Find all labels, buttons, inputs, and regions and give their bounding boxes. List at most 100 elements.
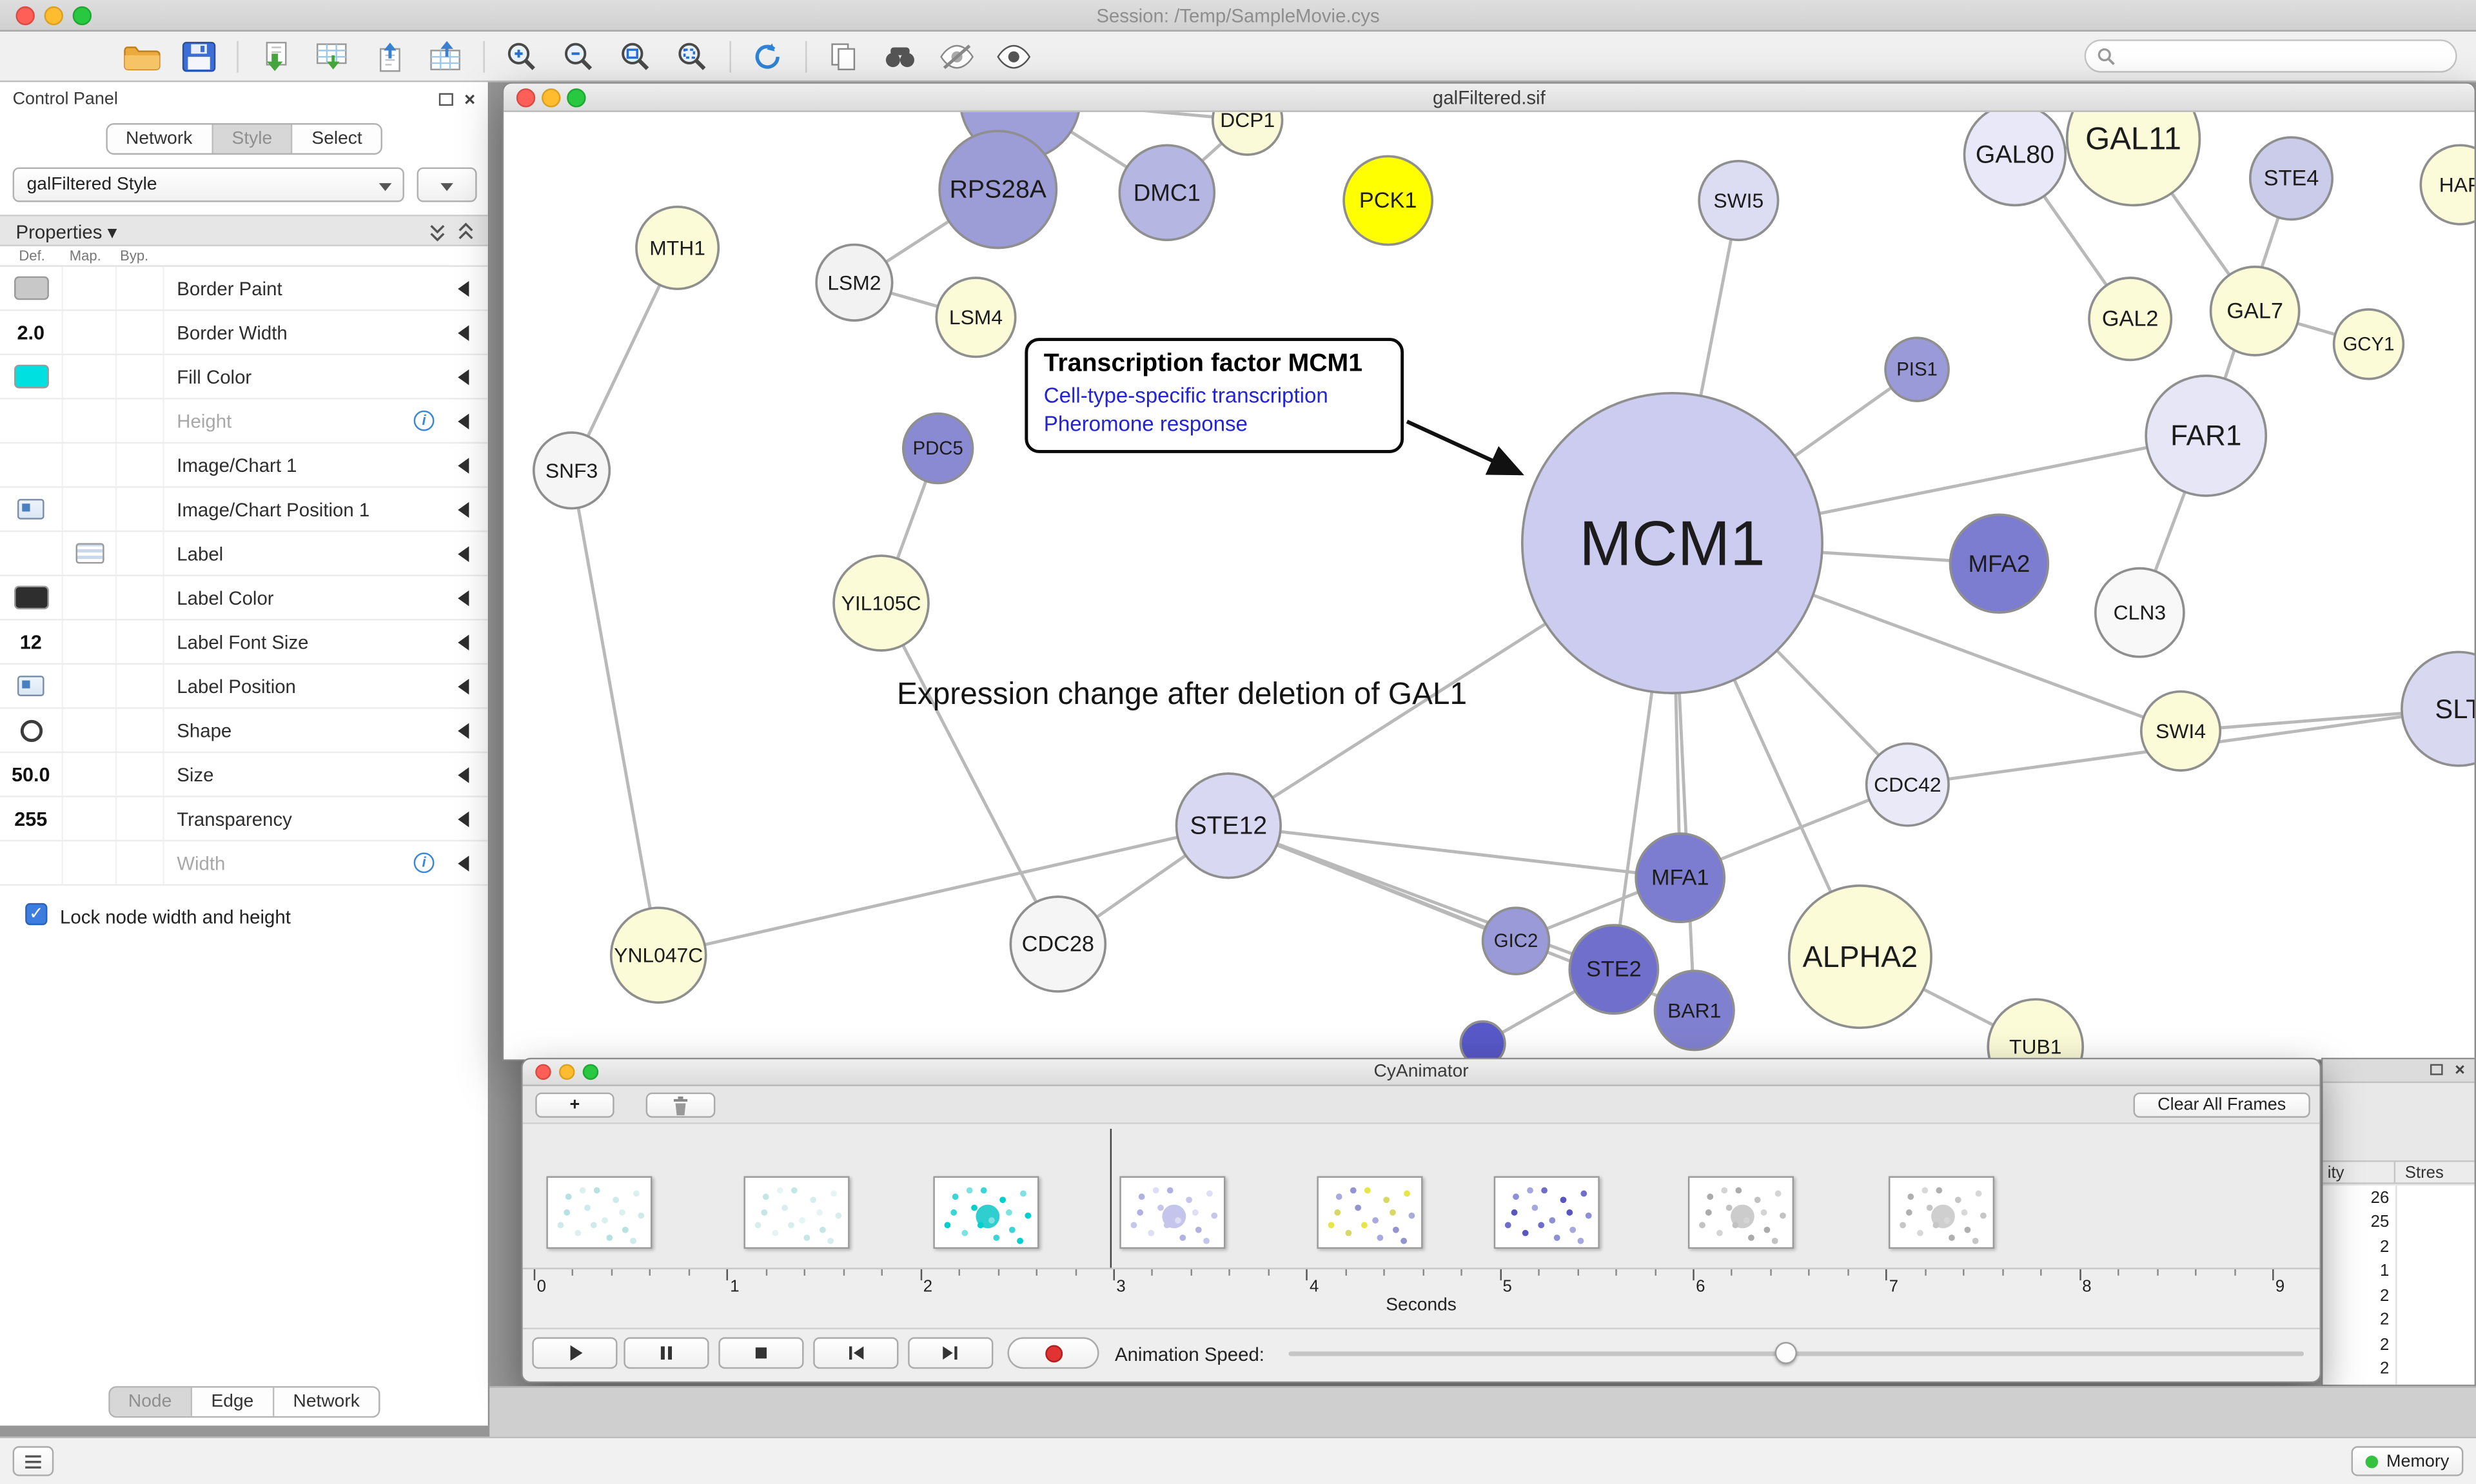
node-mth1[interactable]: [635, 205, 720, 290]
node-gcy1[interactable]: [2332, 308, 2405, 380]
memory-button[interactable]: Memory: [2352, 1446, 2464, 1476]
zoom-in-button[interactable]: [496, 36, 546, 77]
table-row[interactable]: 2: [2323, 1284, 2474, 1308]
annotation-link[interactable]: Cell-type-specific transcription: [1043, 384, 1328, 407]
node-mfa2[interactable]: [1949, 513, 2050, 614]
collapse-all-icon[interactable]: [457, 222, 475, 241]
color-swatch[interactable]: [13, 276, 48, 300]
minimize-traffic-light[interactable]: [542, 88, 561, 108]
hide-selected-button[interactable]: [932, 36, 982, 77]
node-gic2[interactable]: [1481, 906, 1551, 975]
lock-size-checkbox[interactable]: ✓: [25, 903, 48, 926]
node-swi4[interactable]: [2139, 690, 2222, 772]
import-table-button[interactable]: [306, 36, 357, 77]
node-dmc1[interactable]: [1118, 144, 1216, 242]
close-traffic-light[interactable]: [535, 1064, 551, 1080]
node-cdc28[interactable]: [1009, 895, 1107, 993]
expand-row-icon[interactable]: [458, 810, 469, 827]
pause-button[interactable]: [624, 1337, 709, 1369]
expand-row-icon[interactable]: [458, 722, 469, 738]
zoom-selected-button[interactable]: [666, 36, 716, 77]
edge[interactable]: [879, 602, 1059, 945]
canvas-caption[interactable]: Expression change after deletion of GAL1: [897, 677, 1468, 712]
table-column-header[interactable]: Stres: [2404, 1163, 2444, 1183]
node-ynl047c[interactable]: [609, 906, 707, 1004]
save-session-button[interactable]: [173, 36, 224, 77]
refresh-button[interactable]: [742, 36, 792, 77]
node-gal11[interactable]: [2065, 112, 2201, 207]
node-pck1[interactable]: [1342, 155, 1434, 246]
position-icon[interactable]: [17, 498, 44, 520]
search-field[interactable]: [2084, 39, 2457, 73]
edge[interactable]: [1228, 824, 1680, 880]
frame-thumbnail-4[interactable]: [1119, 1176, 1226, 1249]
frame-thumbnail-2[interactable]: [743, 1176, 850, 1249]
property-row-image-chart-1[interactable]: Image/Chart 1: [0, 444, 488, 488]
color-swatch[interactable]: [13, 364, 48, 389]
show-all-button[interactable]: [988, 36, 1039, 77]
record-button[interactable]: [1007, 1337, 1099, 1369]
node-tub1[interactable]: [1987, 998, 2085, 1060]
frame-thumbnail-7[interactable]: [1687, 1176, 1794, 1249]
expand-row-icon[interactable]: [458, 634, 469, 650]
node-pdc5[interactable]: [901, 412, 974, 485]
cyanimator-titlebar[interactable]: CyAnimator: [522, 1059, 2320, 1086]
float-panel-icon[interactable]: [438, 93, 453, 106]
property-row-label[interactable]: Label: [0, 532, 488, 576]
annotation-link[interactable]: Pheromone response: [1043, 412, 1248, 436]
mapping-icon[interactable]: [75, 543, 104, 564]
speed-slider-knob[interactable]: [1774, 1342, 1797, 1364]
node-swi5[interactable]: [1698, 159, 1780, 242]
node-dcp1[interactable]: [1211, 112, 1284, 156]
node-mfa1[interactable]: [1635, 832, 1726, 924]
edge[interactable]: [570, 470, 660, 956]
table-row[interactable]: 2: [2323, 1357, 2474, 1381]
node-cln3[interactable]: [2094, 567, 2185, 658]
tab-style[interactable]: Style: [213, 124, 293, 153]
tab-edge[interactable]: Edge: [192, 1387, 275, 1416]
expand-row-icon[interactable]: [458, 456, 469, 473]
expand-row-icon[interactable]: [458, 501, 469, 518]
expand-row-icon[interactable]: [458, 413, 469, 429]
expand-row-icon[interactable]: [458, 368, 469, 385]
table-row[interactable]: 2: [2323, 1308, 2474, 1333]
expand-row-icon[interactable]: [458, 678, 469, 694]
frame-thumbnail-5[interactable]: [1317, 1176, 1423, 1249]
float-panel-icon[interactable]: [2430, 1064, 2443, 1075]
play-button[interactable]: [532, 1337, 618, 1369]
node-hap[interactable]: [2419, 144, 2475, 226]
minimize-traffic-light[interactable]: [44, 6, 63, 26]
expand-all-icon[interactable]: [428, 222, 447, 242]
panel-menu-button[interactable]: [12, 1446, 54, 1476]
add-frame-button[interactable]: +: [535, 1092, 614, 1118]
property-row-fill-color[interactable]: Fill Color: [0, 355, 488, 400]
copy-button[interactable]: [818, 36, 869, 77]
frame-thumbnail-8[interactable]: [1888, 1176, 1995, 1249]
node-alpha2[interactable]: [1787, 884, 1932, 1030]
properties-header[interactable]: Properties ▾: [0, 215, 488, 247]
default-value[interactable]: 12: [19, 630, 42, 653]
table-row[interactable]: 26: [2323, 1186, 2474, 1210]
edge[interactable]: [658, 824, 1229, 957]
table-row[interactable]: 1: [2323, 1259, 2474, 1284]
node-lsm4[interactable]: [935, 277, 1017, 358]
expand-row-icon[interactable]: [458, 855, 469, 871]
network-window-titlebar[interactable]: galFiltered.sif: [504, 83, 2475, 112]
search-input[interactable]: [2116, 46, 2432, 66]
minimize-traffic-light[interactable]: [558, 1064, 575, 1080]
zoom-out-button[interactable]: [553, 36, 603, 77]
expand-row-icon[interactable]: [458, 324, 469, 340]
edge[interactable]: [1020, 112, 1248, 122]
node-yil105c[interactable]: [832, 554, 930, 652]
property-row-border-paint[interactable]: Border Paint: [0, 266, 488, 311]
close-panel-icon[interactable]: ×: [464, 88, 476, 111]
node-lsm2[interactable]: [815, 243, 894, 322]
table-row[interactable]: 2: [2323, 1235, 2474, 1259]
node-gal7[interactable]: [2209, 266, 2301, 356]
zoom-traffic-light[interactable]: [567, 88, 586, 108]
property-row-image-chart-position-1[interactable]: Image/Chart Position 1: [0, 487, 488, 532]
node[interactable]: [1459, 1020, 1506, 1060]
